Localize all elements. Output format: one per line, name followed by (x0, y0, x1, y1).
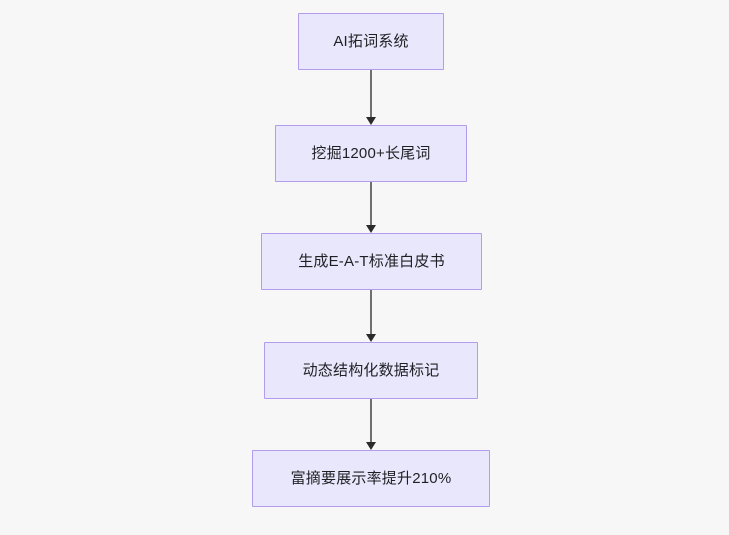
flow-node-mine-longtail-keywords[interactable]: 挖掘1200+长尾词 (275, 125, 467, 182)
edge-line (370, 182, 372, 226)
arrowhead-icon (366, 117, 376, 125)
edge-line (370, 399, 372, 443)
flow-node-label: 动态结构化数据标记 (302, 361, 440, 379)
edge-line (370, 290, 372, 335)
flow-node-dynamic-structured-data[interactable]: 动态结构化数据标记 (264, 342, 478, 399)
arrowhead-icon (366, 442, 376, 450)
flow-node-label: 生成E-A-T标准白皮书 (298, 252, 445, 270)
flow-node-label: 富摘要展示率提升210% (290, 469, 452, 487)
arrowhead-icon (366, 225, 376, 233)
flow-node-label: 挖掘1200+长尾词 (311, 144, 431, 162)
flow-node-ai-keyword-system[interactable]: AI拓词系统 (298, 13, 444, 70)
flow-node-rich-snippet-uplift[interactable]: 富摘要展示率提升210% (252, 450, 490, 507)
edge-line (370, 70, 372, 118)
flow-node-generate-eat-whitepaper[interactable]: 生成E-A-T标准白皮书 (261, 233, 482, 290)
flow-node-label: AI拓词系统 (333, 32, 409, 50)
arrowhead-icon (366, 334, 376, 342)
